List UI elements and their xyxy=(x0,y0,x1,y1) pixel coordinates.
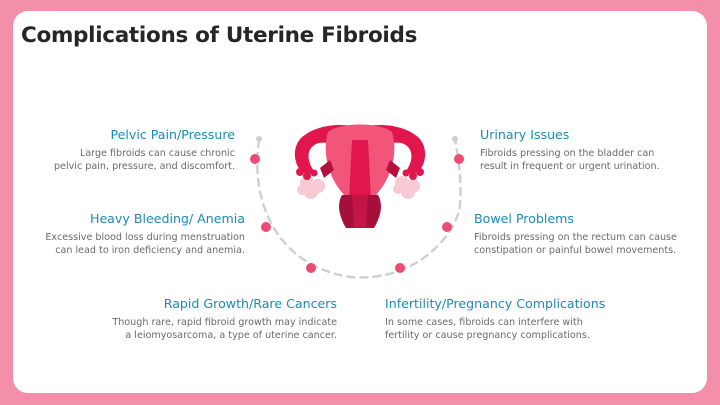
dot-pelvic-pain xyxy=(250,154,260,164)
item-title: Urinary Issues xyxy=(480,127,570,142)
item-description-line2: a leiomyosarcoma, a type of uterine canc… xyxy=(125,330,337,341)
item-rapid-growth: Rapid Growth/Rare Cancers Though rare, r… xyxy=(112,296,337,342)
item-description-line2: constipation or painful bowel movements. xyxy=(474,245,677,256)
item-title: Pelvic Pain/Pressure xyxy=(110,127,235,142)
dot-urinary-issues xyxy=(454,154,464,164)
item-description-line1: Fibroids pressing on the bladder can xyxy=(480,148,655,159)
item-description-line2: pelvic pain, pressure, and discomfort. xyxy=(53,161,235,172)
dot-rapid-growth xyxy=(306,263,316,273)
arc-start-cap xyxy=(256,136,262,142)
item-description-line1: Large fibroids can cause chronic xyxy=(79,148,235,159)
item-pelvic-pain: Pelvic Pain/Pressure Large fibroids can … xyxy=(54,127,235,173)
item-description-line1: Excessive blood loss during menstruation xyxy=(45,232,245,243)
arc-end-cap xyxy=(452,136,458,142)
item-heavy-bleeding: Heavy Bleeding/ Anemia Excessive blood l… xyxy=(45,211,245,257)
item-description-line2: can lead to iron deficiency and anemia. xyxy=(55,245,245,256)
item-description-line1: In some cases, fibroids can interfere wi… xyxy=(385,317,583,328)
dot-infertility xyxy=(395,263,405,273)
item-description-line2: result in frequent or urgent urination. xyxy=(480,161,660,172)
uterus-icon xyxy=(294,124,426,228)
item-title: Heavy Bleeding/ Anemia xyxy=(89,211,245,226)
item-infertility: Infertility/Pregnancy Complications In s… xyxy=(385,296,605,342)
item-description-line1: Though rare, rapid fibroid growth may in… xyxy=(112,317,337,328)
item-bowel-problems: Bowel Problems Fibroids pressing on the … xyxy=(474,211,677,257)
item-description-line1: Fibroids pressing on the rectum can caus… xyxy=(474,232,677,243)
item-title: Bowel Problems xyxy=(474,211,574,226)
dot-heavy-bleeding xyxy=(261,222,271,232)
page-title: Complications of Uterine Fibroids xyxy=(21,23,418,48)
item-title: Rapid Growth/Rare Cancers xyxy=(163,296,337,311)
item-title: Infertility/Pregnancy Complications xyxy=(385,296,606,311)
dot-bowel-problems xyxy=(442,222,452,232)
item-description-line2: fertility or cause pregnancy complicatio… xyxy=(385,330,590,341)
item-urinary-issues: Urinary Issues Fibroids pressing on the … xyxy=(480,127,660,173)
